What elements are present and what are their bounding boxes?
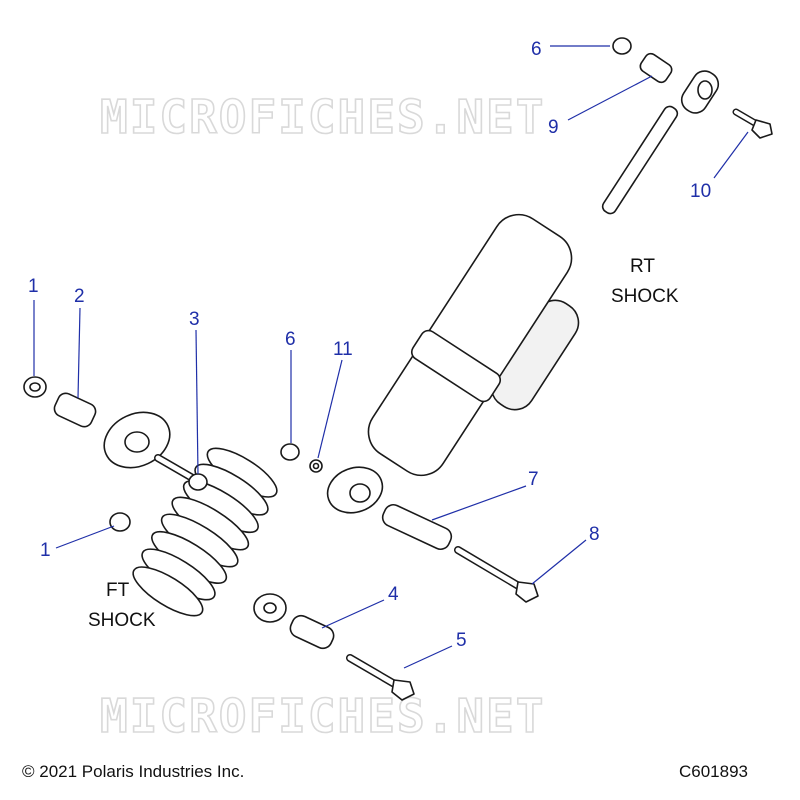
- callout-8: 8: [589, 524, 600, 545]
- callout-1-lower: 1: [40, 540, 51, 561]
- callout-numbers: 6 9 10 1 2 3 6 11 7 8 1 4 5: [28, 39, 711, 651]
- callout-1-top: 1: [28, 276, 39, 297]
- copyright-text: © 2021 Polaris Industries Inc.: [22, 762, 245, 781]
- diagram-id: C601893: [678, 762, 748, 781]
- rt-label-line2: SHOCK: [611, 286, 679, 307]
- callout-9: 9: [548, 117, 559, 138]
- callout-10: 10: [690, 181, 711, 202]
- callout-3: 3: [189, 309, 200, 330]
- callout-5: 5: [456, 630, 467, 651]
- callout-2: 2: [74, 286, 85, 307]
- rt-hardware: [280, 37, 773, 603]
- ft-label-line1: FT: [106, 580, 130, 601]
- shock-labels: RT SHOCK FT SHOCK: [88, 256, 679, 631]
- ft-shock: [103, 411, 287, 623]
- watermark-bottom: MICROFICHES.NET: [100, 689, 545, 743]
- watermark-top: MICROFICHES.NET: [100, 90, 545, 144]
- callout-7: 7: [528, 469, 539, 490]
- callout-6-top: 6: [531, 39, 542, 60]
- rt-shock: [326, 70, 720, 514]
- callout-11: 11: [333, 339, 353, 360]
- rt-label-line1: RT: [630, 256, 655, 277]
- callout-lines: [33, 45, 749, 669]
- callout-6-mid: 6: [285, 329, 296, 350]
- ft-hardware: [23, 376, 415, 701]
- callout-4: 4: [388, 584, 399, 605]
- ft-label-line2: SHOCK: [88, 610, 156, 631]
